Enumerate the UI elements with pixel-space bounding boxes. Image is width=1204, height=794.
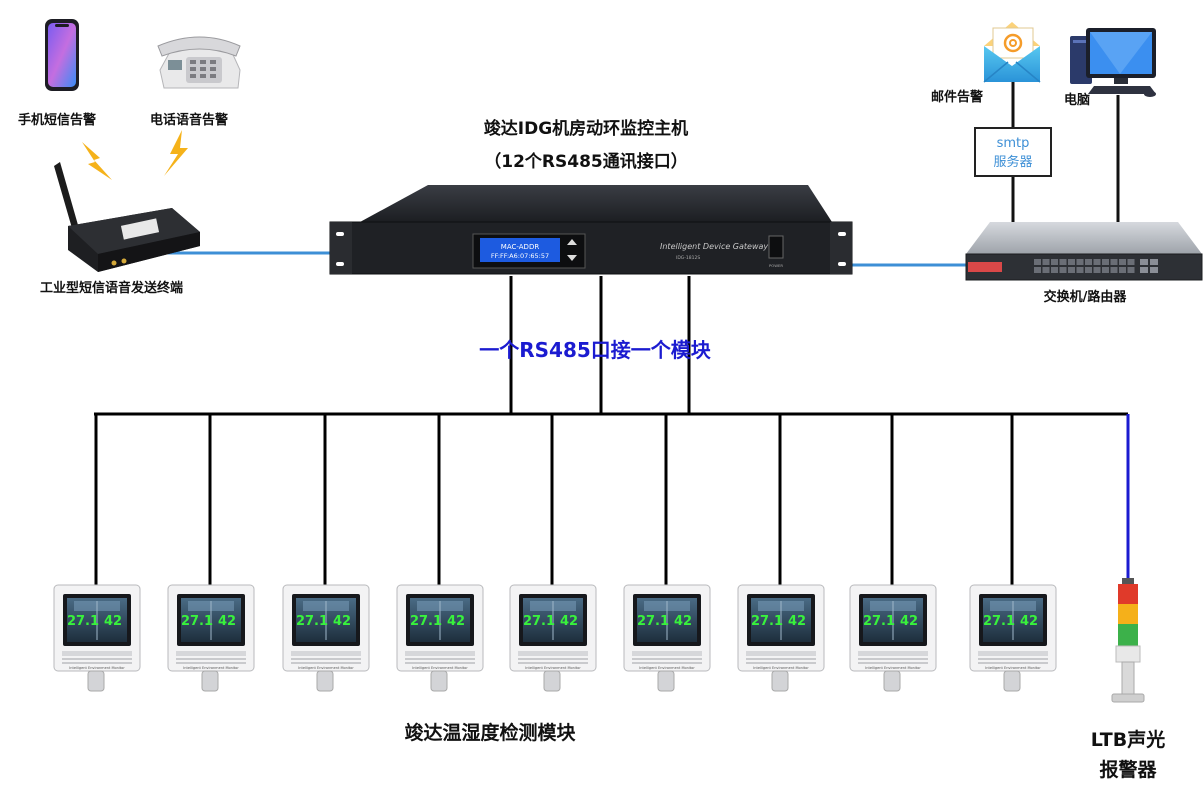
computer-label: 电脑 — [1064, 93, 1091, 108]
module-brand-text: Intelligent Environment Monitor — [183, 666, 239, 670]
phone-alarm-label: 电话语音告警 — [150, 113, 229, 128]
lightning-bolt-icon — [164, 130, 188, 176]
module-brand-text: Intelligent Environment Monitor — [69, 666, 125, 670]
svg-text:FF:FF:A6:07:65:57: FF:FF:A6:07:65:57 — [491, 252, 549, 260]
module-humidity-value: 42 — [333, 614, 351, 629]
mobile-phone-icon — [45, 19, 79, 91]
module-brand-text: Intelligent Environment Monitor — [525, 666, 581, 670]
idg-monitoring-host — [329, 185, 853, 275]
computer-icon — [1070, 28, 1156, 97]
svg-text:Intelligent Device Gateway: Intelligent Device Gateway — [660, 242, 768, 251]
module-humidity-value: 42 — [1020, 614, 1038, 629]
module-temperature-value: 27.1 — [863, 614, 895, 629]
module-temperature-value: 27.1 — [523, 614, 555, 629]
module-humidity-value: 42 — [447, 614, 465, 629]
ltb-label-line1: LTB声光 — [1090, 729, 1166, 751]
host-title-line2: （12个RS485通讯接口） — [484, 152, 688, 172]
svg-text:服务器: 服务器 — [993, 154, 1032, 170]
smtp-server-box: smtp 服务器 — [974, 127, 1052, 177]
module-humidity-value: 42 — [788, 614, 806, 629]
module-brand-text: Intelligent Environment Monitor — [639, 666, 695, 670]
network-switch-device — [965, 222, 1203, 281]
svg-text:POWER: POWER — [769, 263, 783, 268]
module-temperature-value: 27.1 — [637, 614, 669, 629]
module-humidity-value: 42 — [674, 614, 692, 629]
host-title-line1: 竣达IDG机房动环监控主机 — [483, 119, 689, 139]
module-brand-text: Intelligent Environment Monitor — [753, 666, 809, 670]
ltb-alarm-light-icon — [1111, 578, 1145, 703]
module-temperature-value: 27.1 — [983, 614, 1015, 629]
host-brand-text: Intelligent Device Gateway IDG-1812S POW… — [660, 242, 783, 268]
gsm-terminal-label: 工业型短信语音发送终端 — [40, 281, 184, 296]
rs485-drop-lines — [509, 276, 691, 414]
module-temperature-value: 27.1 — [296, 614, 328, 629]
desk-phone-icon — [157, 36, 241, 89]
module-brand-text: Intelligent Environment Monitor — [865, 666, 921, 670]
ltb-label-line2: 报警器 — [1099, 759, 1157, 781]
host-lcd-text: MAC-ADDR FF:FF:A6:07:65:57 — [491, 243, 549, 260]
module-humidity-value: 42 — [104, 614, 122, 629]
sms-alarm-label: 手机短信告警 — [18, 113, 97, 128]
module-temperature-value: 27.1 — [410, 614, 442, 629]
module-drop-lines — [94, 414, 1014, 585]
module-humidity-value: 42 — [900, 614, 918, 629]
module-temperature-value: 27.1 — [67, 614, 99, 629]
module-humidity-value: 42 — [560, 614, 578, 629]
switch-label: 交换机/路由器 — [1043, 290, 1127, 305]
module-brand-text: Intelligent Environment Monitor — [985, 666, 1041, 670]
rs485-note: 一个RS485口接一个模块 — [479, 338, 711, 362]
module-temperature-value: 27.1 — [181, 614, 213, 629]
lightning-bolt-icon — [82, 142, 112, 180]
modules-label: 竣达温湿度检测模块 — [404, 722, 576, 744]
gsm-terminal-device — [54, 162, 200, 272]
svg-text:MAC-ADDR: MAC-ADDR — [501, 243, 540, 251]
module-temperature-value: 27.1 — [751, 614, 783, 629]
svg-text:smtp: smtp — [997, 136, 1030, 151]
email-alarm-label: 邮件告警 — [931, 90, 984, 105]
svg-text:IDG-1812S: IDG-1812S — [676, 255, 700, 261]
module-brand-text: Intelligent Environment Monitor — [298, 666, 354, 670]
email-envelope-icon — [983, 22, 1041, 83]
module-humidity-value: 42 — [218, 614, 236, 629]
module-brand-text: Intelligent Environment Monitor — [412, 666, 468, 670]
